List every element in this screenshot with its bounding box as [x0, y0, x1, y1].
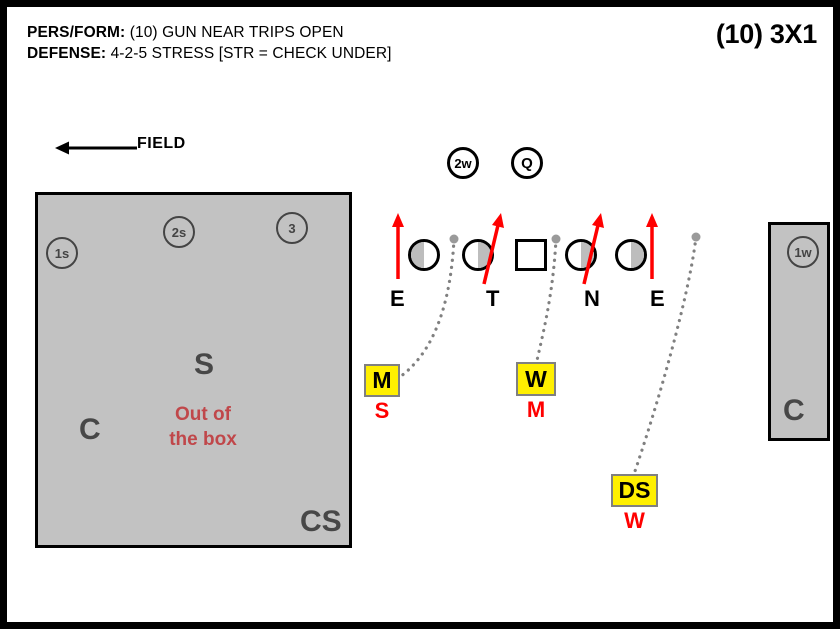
defender-safety-S: S	[194, 348, 215, 381]
defense-line: DEFENSE: 4-2-5 STRESS [STR = CHECK UNDER…	[27, 43, 667, 64]
linebacker-tag-ds-label: DS	[618, 477, 651, 503]
field-direction-indicator: FIELD	[55, 135, 205, 161]
ol-player-right-guard	[565, 239, 597, 271]
receiver-3: 3	[276, 212, 308, 244]
ol-player-center	[515, 239, 547, 271]
linebacker-call-mike: S	[374, 398, 390, 423]
formation-tag: (10) 3X1	[715, 19, 817, 49]
defense-label: DEFENSE:	[27, 45, 107, 62]
field-direction-label: FIELD	[137, 135, 186, 152]
linebacker-tag-mike-label: M	[372, 367, 392, 393]
ol-player-left-guard	[462, 239, 494, 271]
alignment-path-group	[395, 235, 698, 479]
dl-position-nose: N	[584, 286, 600, 311]
receiver-2s: 2s	[163, 216, 195, 248]
receiver-1s: 1s	[46, 237, 78, 269]
left-arrow-icon	[55, 141, 137, 155]
linebacker-tag-ds[interactable]: DS	[611, 474, 658, 507]
receiver-3-label: 3	[288, 220, 296, 236]
field-coverage-zone: 1s 2s 3 S C CS Out of the box	[35, 192, 352, 548]
personnel-formation-line: PERS/FORM: (10) GUN NEAR TRIPS OPEN	[27, 22, 667, 43]
dl-position-tackle: T	[486, 286, 500, 311]
linebacker-tag-will[interactable]: W	[516, 362, 556, 396]
personnel-formation-value: (10) GUN NEAR TRIPS OPEN	[125, 24, 344, 41]
boundary-coverage-zone: 1w C	[768, 222, 830, 441]
quarterback-label: Q	[521, 154, 533, 172]
out-of-box-note-line-1: Out of	[175, 404, 231, 425]
rush-arrow-heads	[392, 213, 658, 228]
back-2w-label: 2w	[454, 155, 472, 171]
receiver-1w: 1w	[787, 236, 819, 268]
out-of-box-note: Out of the box	[148, 402, 258, 452]
defender-corner-safety-CS: CS	[300, 505, 342, 538]
receiver-1w-label: 1w	[794, 244, 812, 260]
receiver-2s-label: 2s	[171, 224, 187, 240]
defender-boundary-corner-C: C	[783, 394, 805, 427]
linebacker-call-ds: W	[624, 508, 645, 533]
dl-position-end-left: E	[390, 286, 405, 311]
quarterback: Q	[511, 147, 543, 179]
linebacker-tag-will-label: W	[525, 365, 547, 392]
defense-value: 4-2-5 STRESS [STR = CHECK UNDER]	[106, 45, 392, 62]
back-2w: 2w	[447, 147, 479, 179]
personnel-formation-label: PERS/FORM:	[27, 24, 126, 41]
linebacker-tag-mike[interactable]: M	[364, 364, 400, 397]
linebacker-call-will: M	[526, 397, 546, 422]
receiver-1s-label: 1s	[54, 245, 70, 261]
ol-player-right-tackle	[615, 239, 647, 271]
defender-corner-C: C	[79, 413, 101, 446]
out-of-box-note-line-2: the box	[169, 429, 237, 450]
play-header: PERS/FORM: (10) GUN NEAR TRIPS OPEN DEFE…	[27, 22, 667, 64]
ol-player-left-tackle	[408, 239, 440, 271]
dl-position-end-right: E	[650, 286, 665, 311]
alignment-path-ds	[631, 235, 698, 479]
